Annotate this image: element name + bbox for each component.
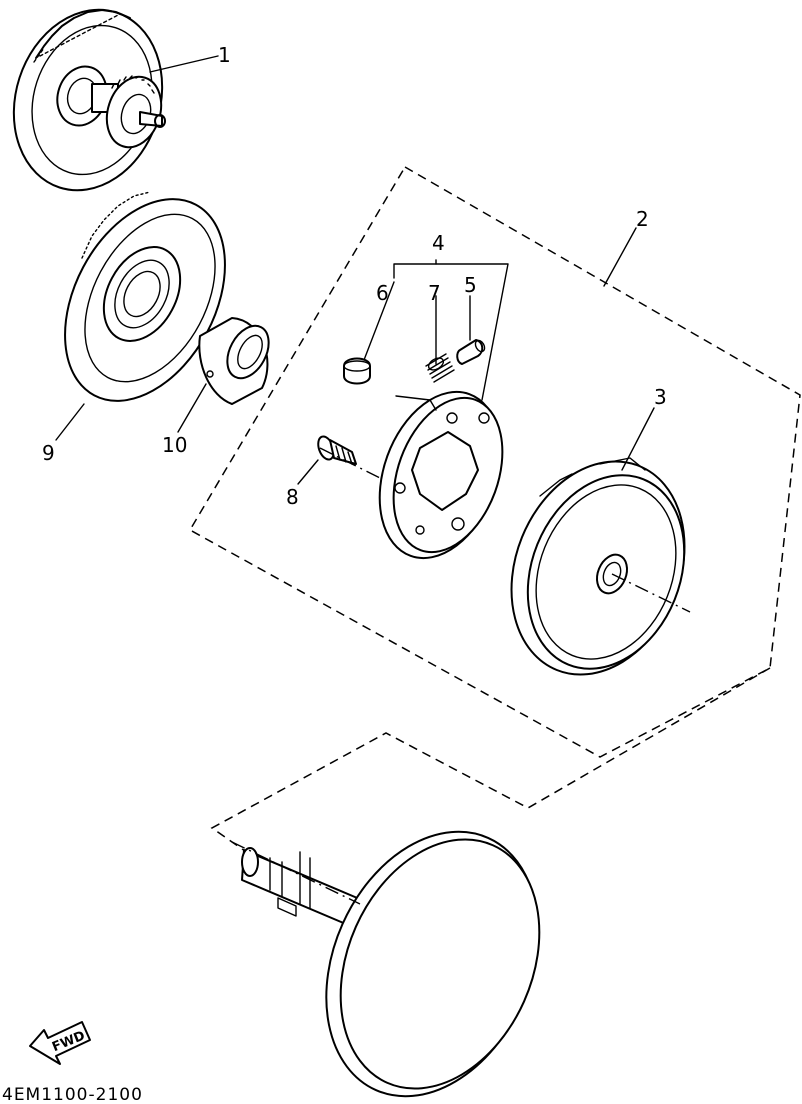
callout-part-6: 6 — [376, 281, 389, 305]
callout-labels: 1 2 3 4 5 6 7 8 9 10 — [42, 43, 667, 509]
center-axis-line — [231, 447, 691, 905]
part-3-clutch-housing — [510, 457, 686, 676]
part-1-starter-gear — [12, 8, 166, 192]
leader-lines — [55, 55, 655, 485]
part-8-screw — [317, 435, 357, 465]
callout-part-3: 3 — [654, 385, 667, 409]
crankshaft-link-line — [210, 667, 771, 859]
callout-part-4: 4 — [432, 231, 445, 255]
fwd-arrow-icon: FWD — [29, 1021, 91, 1065]
callout-part-8: 8 — [286, 485, 299, 509]
part-4-one-way-clutch — [378, 390, 504, 560]
callout-part-9: 9 — [42, 441, 55, 465]
callout-part-7: 7 — [428, 281, 441, 305]
assembly-boundary-part-2 — [188, 166, 801, 758]
callout-part-1: 1 — [218, 43, 231, 67]
figure-code: 4EM1100-2100 — [2, 1085, 143, 1104]
callout-part-5: 5 — [464, 273, 477, 297]
part-5-plunger — [456, 339, 486, 365]
part-10-collar — [198, 317, 270, 405]
crankshaft — [241, 830, 541, 1098]
part-7-spring — [425, 353, 455, 383]
callout-part-2: 2 — [636, 207, 649, 231]
part-6-roller — [343, 357, 371, 385]
callout-part-10: 10 — [162, 433, 187, 457]
